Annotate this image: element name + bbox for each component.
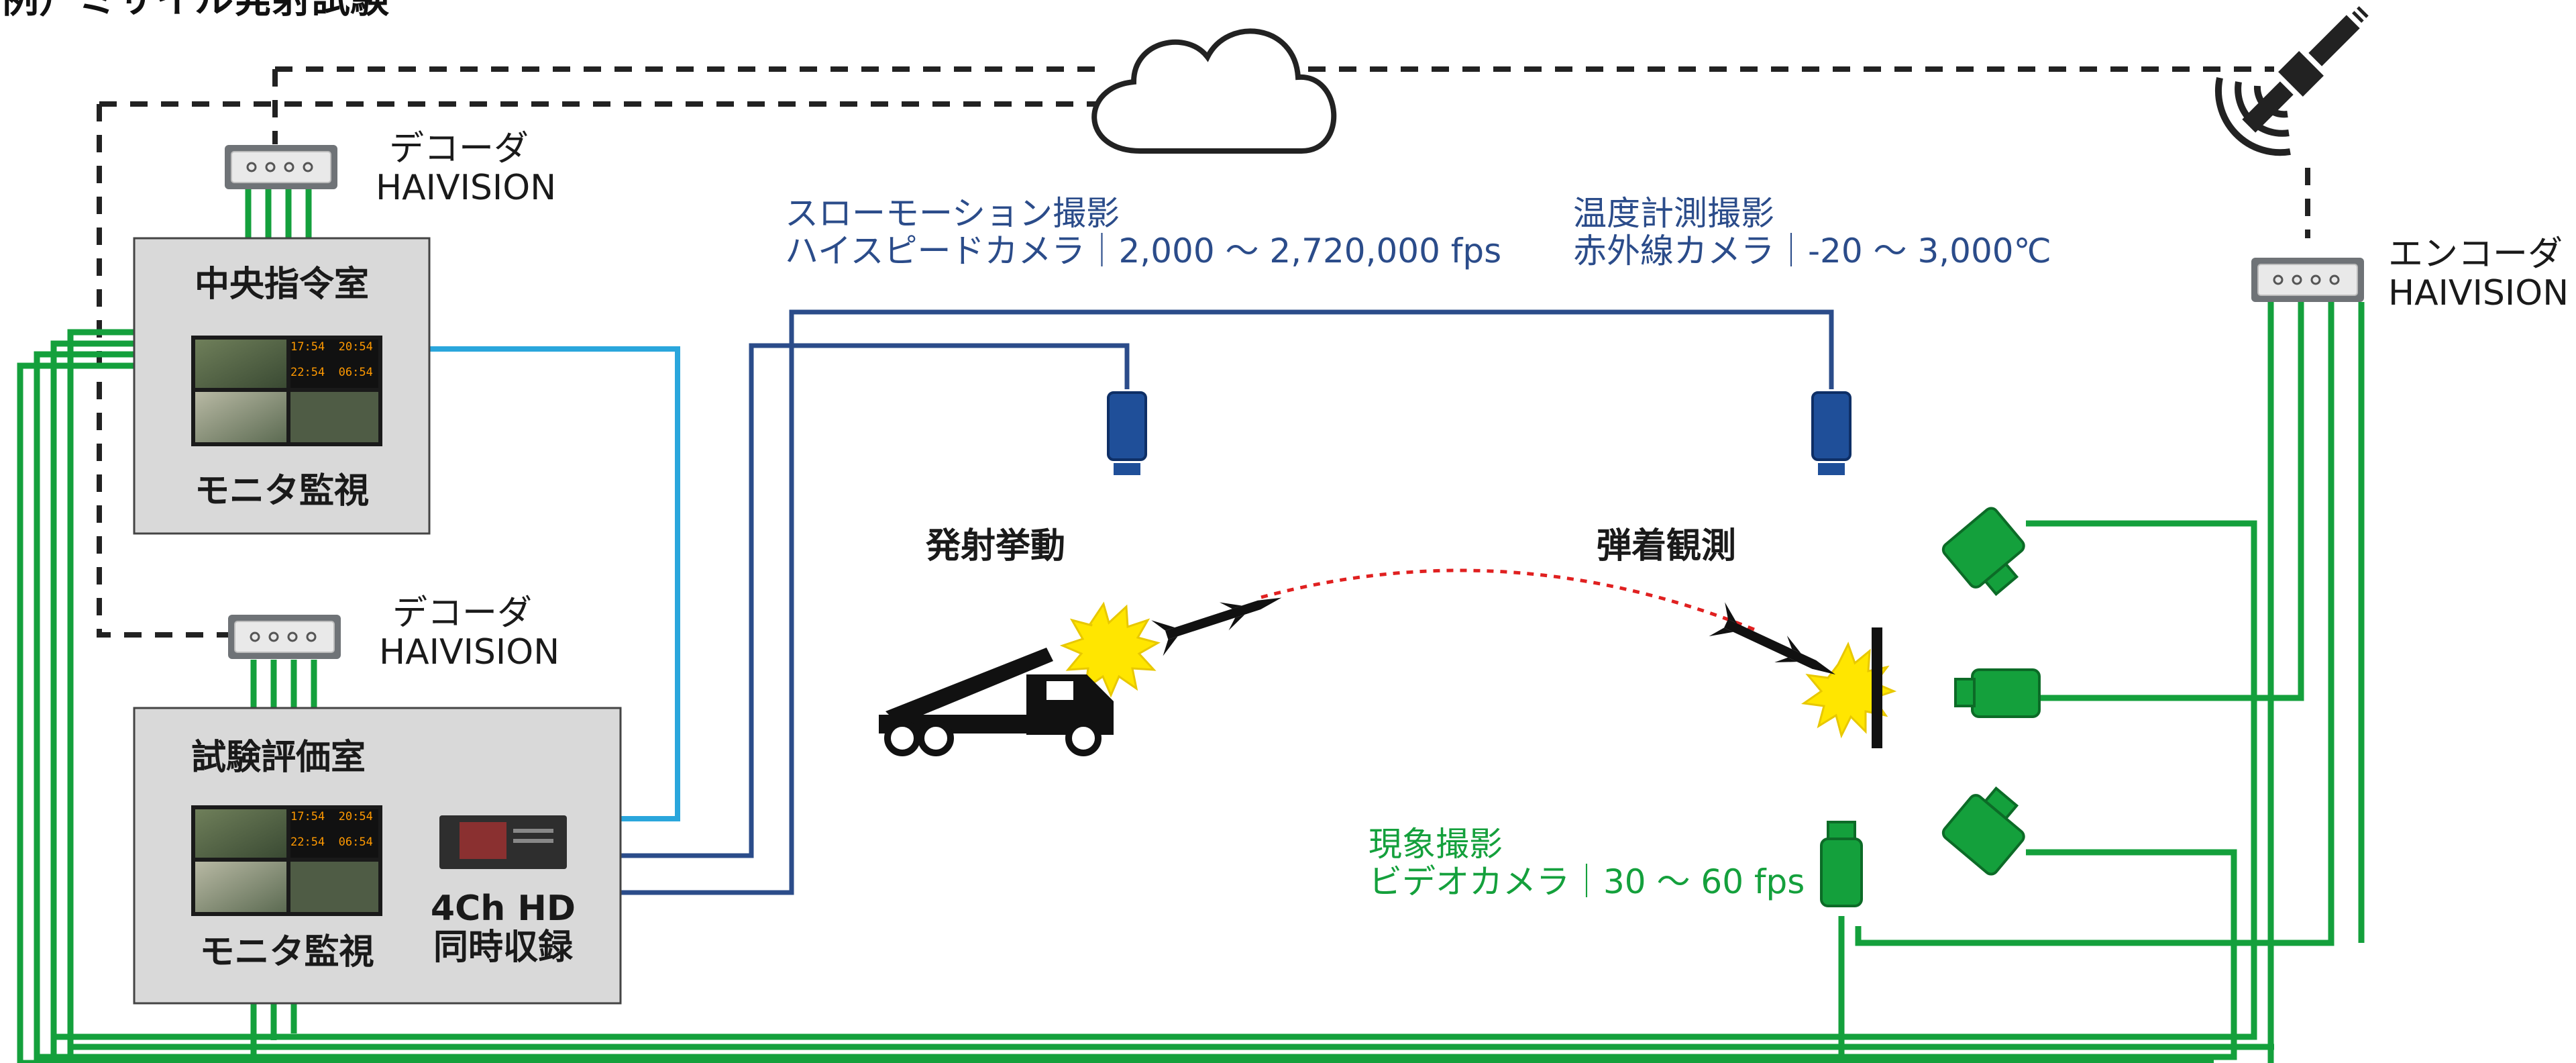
thermal-camera-icon (1811, 391, 1851, 475)
phenomenon-label: 現象撮影 ビデオカメラ｜30 ～ 60 fps (1368, 825, 1805, 901)
phenomenon-line2: ビデオカメラ｜30 ～ 60 fps (1368, 862, 1805, 901)
decoder-bottom-name: デコーダ (392, 593, 533, 634)
control-room-title: 中央指令室 (194, 264, 369, 305)
eval-room-monitor (191, 805, 382, 916)
launcher-truck-icon (879, 648, 1114, 756)
eval-room-title: 試験評価室 (191, 738, 366, 778)
network-dashed-links (97, 66, 2310, 638)
high-speed-camera-icon (1107, 391, 1147, 475)
control-monitor-clocks: 17:54 20:54 22:54 06:54 (290, 340, 378, 380)
cyan-cable (429, 346, 680, 821)
decoder-top-label: デコーダ HAIVISION (376, 129, 557, 209)
eval-room-monitor-label: モニタ監視 (199, 932, 374, 972)
clock-4: 06:54 (338, 836, 373, 850)
decoder-bottom-label: デコーダ HAIVISION (379, 594, 559, 672)
satellite-icon (2242, 6, 2369, 133)
recorder-label-line1: 4Ch HD (430, 889, 576, 929)
slowmo-line1: スローモーション撮影 (785, 194, 1120, 233)
thermal-line2: 赤外線カメラ｜-20 ～ 3,000℃ (1573, 232, 2051, 270)
impact-label: 弾着観測 (1597, 526, 1737, 566)
clock-3: 22:54 (290, 836, 325, 850)
clock-4: 06:54 (338, 366, 373, 380)
flash-icon (1059, 601, 1897, 739)
satellite-signal-icon (2215, 77, 2291, 156)
clock-1: 17:54 (290, 810, 325, 823)
clock-1: 17:54 (290, 340, 325, 354)
slowmo-label: スローモーション撮影 ハイスピードカメラ｜2,000 ～ 2,720,000 f… (785, 195, 1501, 270)
thermal-line1: 温度計測撮影 (1573, 194, 1774, 233)
decoder-top-name: デコーダ (389, 129, 529, 169)
clock-2: 20:54 (338, 340, 373, 354)
decoder-bottom-brand: HAIVISION (379, 632, 560, 673)
encoder-brand: HAIVISION (2388, 273, 2569, 314)
trajectory-line (1260, 568, 1758, 633)
recorder-label-line2: 同時収録 (433, 927, 573, 968)
decoder-top-brand: HAIVISION (376, 168, 557, 209)
video-camera-icon (1820, 507, 2041, 907)
decoder-top-icon (223, 144, 339, 191)
launch-label: 発射挙動 (926, 526, 1066, 566)
thermal-label: 温度計測撮影 赤外線カメラ｜-20 ～ 3,000℃ (1573, 195, 2051, 270)
page-title: 例）ミサイル発射試験 (0, 0, 389, 21)
impact-target-wall (1872, 627, 1882, 748)
camera-cables (621, 309, 1834, 895)
recorder-label: 4Ch HD 同時収録 (416, 889, 590, 968)
eval-monitor-clocks: 17:54 20:54 22:54 06:54 (290, 810, 378, 850)
phenomenon-line1: 現象撮影 (1368, 825, 1503, 864)
encoder-name: エンコーダ (2388, 234, 2563, 274)
control-room-monitor-label: モニタ監視 (194, 471, 369, 511)
clock-3: 22:54 (290, 366, 325, 380)
encoder-label: エンコーダ HAIVISION (2388, 235, 2569, 313)
missile-icon (1151, 597, 1836, 675)
decoder-bottom-icon (227, 613, 342, 660)
slowmo-line2: ハイスピードカメラ｜2,000 ～ 2,720,000 fps (785, 232, 1502, 270)
green-cables (17, 189, 2365, 1063)
cloud-icon (1091, 28, 1337, 154)
encoder-icon (2250, 256, 2365, 303)
recorder-icon (439, 815, 567, 869)
clock-2: 20:54 (338, 810, 373, 823)
control-room-monitor (191, 336, 382, 446)
